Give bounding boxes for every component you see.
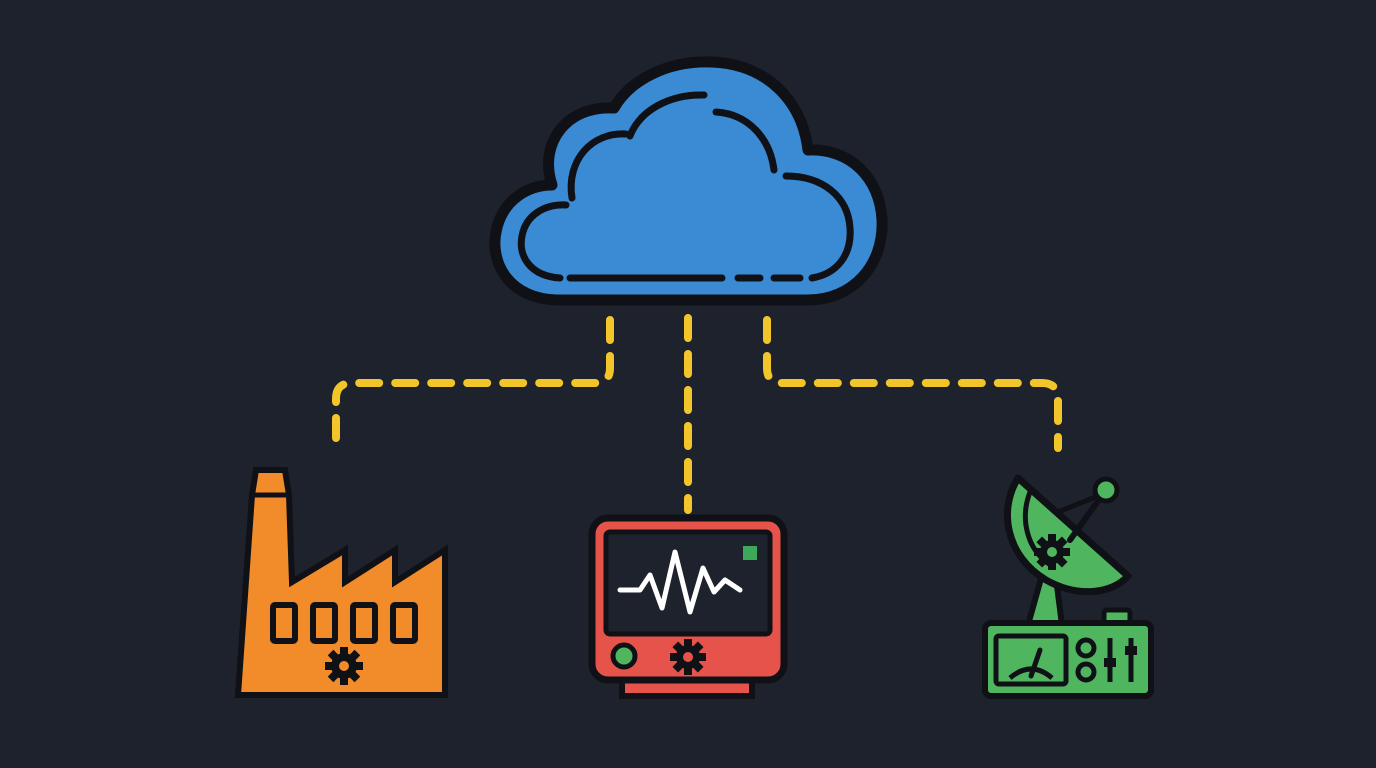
- factory-window: [390, 602, 418, 644]
- gear-icon: [1034, 534, 1070, 570]
- meter-needle: [1028, 647, 1043, 679]
- dish-feed-horn: [1092, 476, 1120, 504]
- dish-feed-arm: [1067, 491, 1106, 543]
- radio-dial: [1075, 661, 1097, 683]
- monitor-screen: [603, 529, 773, 637]
- dish-feed-arm: [1055, 493, 1101, 515]
- connector-cloud-to-satellite: [763, 316, 1062, 452]
- connector-cloud-to-factory: [332, 316, 614, 452]
- radio-meter: [993, 633, 1069, 687]
- cloud-inner-line: [517, 91, 854, 282]
- factory-window: [350, 602, 378, 644]
- satellite-dish-icon: [982, 474, 1154, 699]
- gear-icon: [325, 647, 363, 685]
- status-light: [743, 546, 757, 560]
- radio-controls: [1075, 637, 1137, 683]
- factory-windows: [270, 602, 418, 644]
- slider-knob: [1125, 646, 1137, 655]
- radio-dial: [1075, 637, 1097, 659]
- slider-knob: [1104, 658, 1116, 667]
- heart-rate-monitor-icon: [588, 514, 788, 699]
- waveform-line: [617, 549, 743, 615]
- gear-icon: [670, 639, 706, 675]
- factory-icon: [234, 467, 448, 698]
- factory-window: [310, 602, 338, 644]
- factory-window: [270, 602, 298, 644]
- connectors: [332, 314, 1062, 514]
- dish-reflector: [1003, 474, 1132, 596]
- cloud-body: [489, 56, 888, 306]
- power-knob: [610, 642, 638, 670]
- cloud-icon: [489, 56, 888, 306]
